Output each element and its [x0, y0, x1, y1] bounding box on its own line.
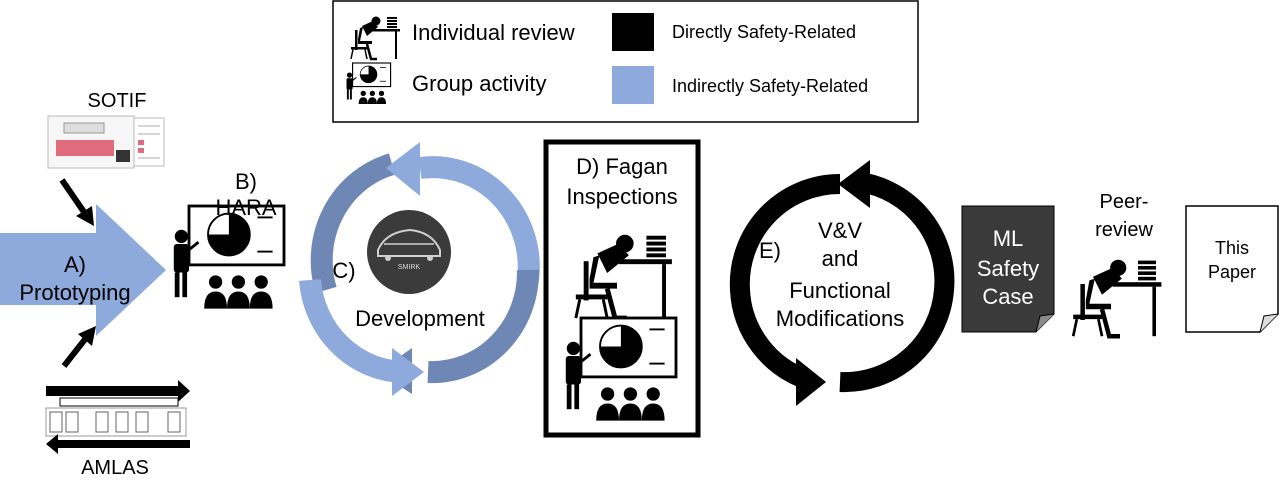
sotif-thumbnail: [47, 115, 165, 169]
development-label: Development: [355, 306, 485, 331]
safety-case-line2: Safety: [976, 256, 1040, 281]
direct-swatch: [612, 13, 654, 51]
smirk-logo: [367, 210, 451, 294]
peer-review-line1: Peer-: [1099, 191, 1149, 213]
safety-case-line3: Case: [982, 284, 1034, 309]
amlas-to-prototyping-arrow: [61, 326, 96, 368]
peer-review-icon: [1073, 260, 1161, 337]
this-paper-line2: Paper: [1207, 262, 1257, 282]
fagan-label-line1: D) Fagan: [576, 154, 668, 179]
this-paper-line1: This: [1214, 238, 1249, 258]
vv-cycle: [729, 160, 955, 406]
amlas-thumbnail: [45, 380, 190, 454]
vv-label-line1: V&V: [817, 218, 863, 243]
sotif-to-prototyping-arrow: [59, 178, 94, 226]
legend-group-activity: Group activity: [412, 71, 547, 96]
prototyping-label: Prototyping: [19, 280, 131, 305]
legend-individual-review: Individual review: [412, 20, 575, 45]
development-cycle: [299, 142, 540, 396]
amlas-label: AMLAS: [81, 457, 149, 479]
hara-letter: B): [235, 169, 257, 194]
indirect-swatch: [612, 66, 654, 104]
sotif-label: SOTIF: [87, 90, 147, 112]
prototyping-arrow: [0, 204, 166, 336]
fagan-label-line2: Inspections: [566, 184, 678, 209]
legend-directly-safety-related: Directly Safety-Related: [672, 22, 857, 42]
development-letter: C): [332, 258, 356, 283]
prototyping-letter: A): [64, 252, 86, 277]
vv-label-line3: Functional: [789, 278, 891, 303]
safety-case-line1: ML: [992, 226, 1024, 251]
peer-review-line2: review: [1095, 219, 1153, 241]
vv-label-line4: Modifications: [775, 306, 905, 331]
vv-label-line2: and: [821, 246, 859, 271]
smirk-logo-text: SMIRK: [397, 264, 421, 271]
legend-indirectly-safety-related: Indirectly Safety-Related: [672, 76, 869, 96]
vv-letter: E): [759, 238, 781, 263]
hara-label: HARA: [215, 195, 277, 220]
